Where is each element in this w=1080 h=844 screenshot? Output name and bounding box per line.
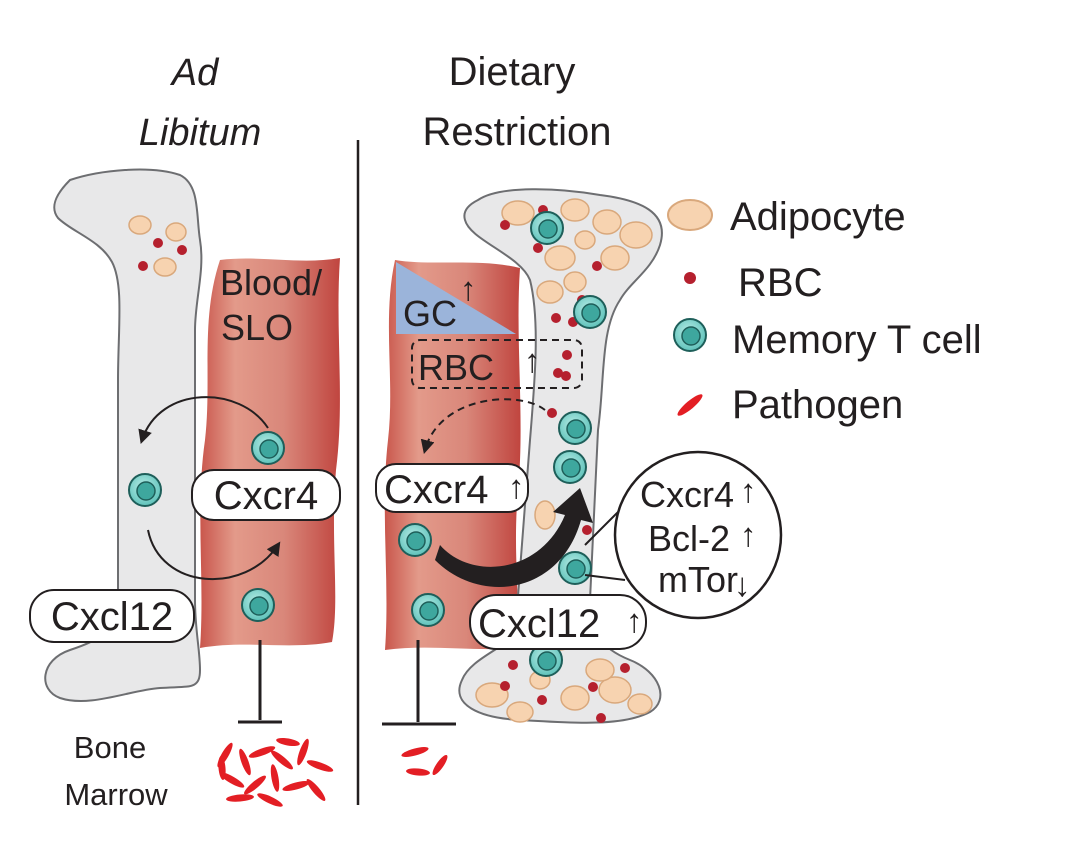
t-cell-callout [613,450,783,620]
gc-up-arrow: ↑ [460,270,477,307]
right-bone-t-cell-4 [553,450,587,484]
rbc-up-arrow: ↑ [524,342,541,379]
legend-label-memory-t-cell: Memory T cell [732,318,982,362]
left-bone [44,168,203,702]
memory-t-cell-icon [673,318,707,352]
right-vessel-t-cell-1 [398,523,432,557]
legend-item-pathogen: Pathogen [677,383,903,427]
legend-label-pathogen: Pathogen [732,383,903,427]
callout-bcl2-up-arrow: ↑ [740,516,757,553]
left-bone-adipocytes [128,215,187,277]
legend-label-rbc: RBC [738,261,822,305]
callout-bcl2: Bcl-2 [648,518,730,559]
right-bone-adipocytes [475,198,653,723]
callout-pointer-bottom [584,574,626,581]
gc-label: GC [403,293,457,334]
ad-libitum-line1: Ad [170,52,220,94]
left-vessel-t-cell-1 [251,431,285,465]
ad-libitum-line2: Libitum [139,112,262,154]
legend-item-adipocyte: Adipocyte [667,195,906,239]
right-bone-rbcs [500,205,630,723]
right-pathogens [401,747,448,776]
left-cxcl12-label: Cxcl12 [51,595,173,639]
ad-libitum-heading: Ad Libitum [139,52,262,154]
callout-mtor: mTor [658,559,738,600]
left-cxcr4-box [191,469,341,521]
right-bone-t-cell-3 [558,411,592,445]
rbc-icon [684,272,696,284]
right-cxcl12-box [469,594,647,650]
callout-cxcr4-up-arrow: ↑ [740,472,757,509]
legend: Adipocyte RBC Memory T cell Pathogen [667,195,982,427]
legend-item-rbc: RBC [684,261,822,305]
left-vessel-t-cell-2 [241,588,275,622]
right-cxcr4-up-arrow: ↑ [508,468,525,505]
gc-region [396,262,516,334]
rbc-box-label: RBC [418,347,494,388]
left-bone-rbcs [138,238,187,271]
blood-slo-line1: Blood/ [220,262,322,303]
blood-slo-line2: SLO [221,307,293,348]
right-vessel-t-cell-2 [411,593,445,627]
callout-mtor-down-arrow: ↓ [734,566,751,603]
right-cxcl12-up-arrow: ↑ [626,602,643,639]
left-cxcl12-box [29,589,195,643]
right-cxcl12-label: Cxcl12 [478,602,600,646]
right-cxcr4-box [375,463,529,513]
pathogen-icon [677,394,703,416]
dietary-restriction-heading: Dietary Restriction [423,50,612,154]
bone-marrow-line2: Marrow [64,777,168,812]
legend-item-memory-t-cell: Memory T cell [673,318,982,362]
right-cxcr4-label: Cxcr4 [384,468,488,512]
left-cxcr4-label: Cxcr4 [214,474,318,518]
dietary-line2: Restriction [423,110,612,154]
rbc-dashed-arrow [420,398,546,455]
right-bone-t-cell-5 [558,551,592,585]
left-migration-arrow [147,529,281,581]
left-pathogens [217,737,334,807]
homing-arrow [435,488,593,587]
rbc-dashed-box [411,339,583,389]
bone-marrow-line1: Bone [74,730,146,765]
right-bone-t-cell-1 [530,211,564,245]
adipocyte-icon [667,199,713,231]
dietary-line1: Dietary [449,50,576,94]
legend-label-adipocyte: Adipocyte [730,195,906,239]
left-bone-t-cell [128,473,162,507]
left-return-arrow [138,396,269,444]
right-bone-t-cell-2 [573,295,607,329]
callout-cxcr4: Cxcr4 [640,474,734,515]
